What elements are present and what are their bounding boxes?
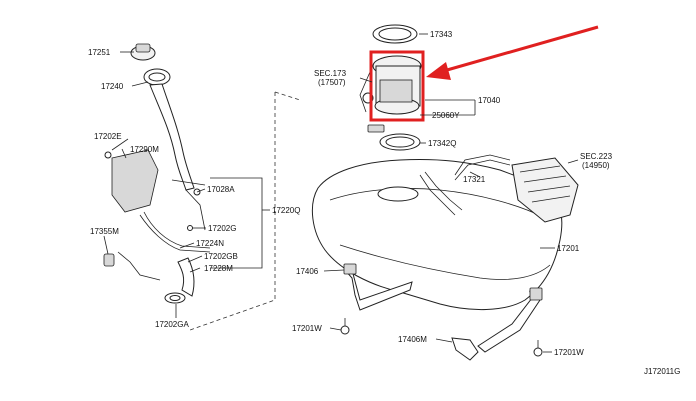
hose-clamp-part [164,292,186,304]
label-17202GA: 17202GA [155,320,189,329]
label-17202GB: 17202GB [204,252,238,261]
tank-strap-left-part [343,263,413,311]
filler-tube-part [149,83,206,231]
label-sec173-sub: (17507) [318,78,346,87]
label-17343: 17343 [430,30,453,39]
label-17201: 17201 [557,244,580,253]
pump-lock-ring-part [372,24,418,44]
fuel-tank-part [311,158,563,311]
label-17406M: 17406M [398,335,427,344]
highlight-arrow [426,25,599,80]
diagram-id: J172011G [644,367,680,376]
fuel-pump-module-part [359,55,422,115]
label-17290M: 17290M [130,145,159,154]
pump-seal-part [367,124,421,151]
label-17355M: 17355M [90,227,119,236]
breather-tube-part [117,211,211,281]
label-sec223: SEC.223 [580,152,613,161]
label-17201W-left: 17201W [292,324,322,333]
evap-canister-part [511,157,579,223]
label-17228M: 17228M [204,264,233,273]
label-17028A: 17028A [207,185,235,194]
label-17224N: 17224N [196,239,224,248]
leader-lines [103,33,579,353]
label-sec173: SEC.173 [314,69,347,78]
label-17251: 17251 [88,48,111,57]
label-sec223-sub: (14950) [582,161,610,170]
label-17202G: 17202G [208,224,236,233]
left-group-boundary [189,91,301,331]
pump-highlight-box [369,50,425,122]
filler-cap-part [130,43,156,61]
label-17406: 17406 [296,267,319,276]
label-25060Y: 25060Y [432,111,460,120]
clip-part [103,188,201,267]
label-17201W-right: 17201W [554,348,584,357]
filler-ring-part [143,68,171,86]
tank-strap-right-part [451,287,543,361]
label-17321: 17321 [463,175,486,184]
label-17040: 17040 [478,96,501,105]
filler-hose-part [177,257,195,297]
vent-tube-part [454,154,511,181]
filler-bracket-part [104,149,159,213]
label-17240: 17240 [101,82,124,91]
label-17342Q: 17342Q [428,139,456,148]
label-17220Q: 17220Q [272,206,300,215]
label-17202E: 17202E [94,132,122,141]
